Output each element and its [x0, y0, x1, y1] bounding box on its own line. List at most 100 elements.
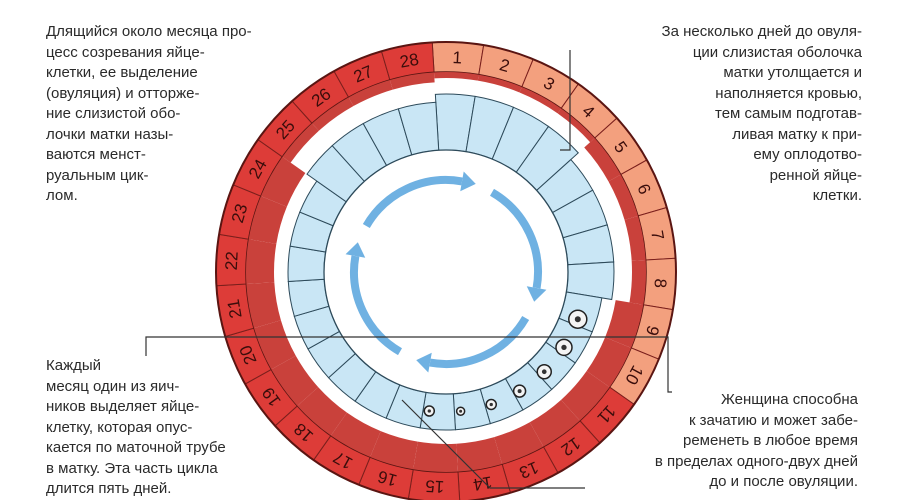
day-label: 22	[222, 251, 242, 271]
egg-nucleus	[459, 409, 463, 413]
day-label: 7	[647, 229, 667, 242]
tissue-segment	[248, 196, 287, 244]
tissue-segment	[254, 320, 296, 370]
caption-line: клетку, которая опус-	[46, 418, 193, 436]
caption-line: ников выделяет яйце-	[46, 398, 200, 415]
tissue-segment	[456, 437, 503, 472]
caption-line: ременеть в любое время	[683, 432, 858, 449]
arrow-head	[526, 286, 547, 302]
tissue-segment	[413, 441, 458, 472]
tissue-segment	[282, 123, 319, 163]
caption-line: наполняется кровью,	[715, 84, 862, 102]
caption-line: до и после овуляции.	[709, 473, 858, 490]
caption-line: в матку. Эта часть цикла	[46, 459, 218, 477]
pointer-bottom-egg	[401, 399, 585, 489]
arrow-head	[460, 171, 476, 192]
tissue-segment	[519, 86, 562, 114]
caption-line: ему оплодотво-	[753, 146, 862, 163]
tissue-segment	[246, 282, 281, 329]
tissue-segment	[297, 387, 347, 436]
day-label: 16	[376, 467, 399, 490]
tissue-segment	[477, 74, 522, 93]
arrow-head	[416, 352, 432, 373]
arrow-arc	[489, 188, 542, 289]
caption-ovulation: Каждый месяц один из яич-ников выделяет я…	[46, 356, 306, 500]
ring-outline	[215, 41, 677, 500]
caption-line: цесс созревания яйце-	[46, 43, 205, 61]
tissue-segment	[312, 97, 354, 131]
tissue-segment	[370, 431, 418, 470]
tissue-segment	[529, 399, 580, 447]
tissue-segment	[260, 156, 306, 207]
egg-progression	[423, 309, 588, 417]
caption-line: месяц один из яич-	[46, 377, 180, 395]
caption-line: За несколько дней до овуля-	[661, 23, 862, 40]
day-label: 15	[425, 476, 445, 496]
tissue-segment	[561, 371, 610, 421]
caption-line: ренной яйце-	[769, 166, 862, 184]
caption-line: клетки.	[812, 187, 862, 204]
arrow-arc	[429, 315, 530, 368]
caption-line: Женщина способна	[721, 391, 858, 408]
tissue-segment	[434, 71, 479, 81]
tissue-segment	[271, 355, 319, 406]
caption-line: матки утолщается и	[723, 64, 862, 81]
egg-nucleus	[427, 409, 431, 413]
egg-nucleus	[517, 389, 522, 394]
day-label: 23	[228, 202, 251, 225]
tissue-segment	[586, 337, 632, 388]
arrow-head	[345, 242, 366, 258]
caption-line: в пределах одного-двух дней	[654, 452, 858, 470]
egg-nucleus	[489, 402, 493, 407]
egg-nucleus	[574, 316, 581, 323]
caption-line: Длящийся около месяца про-	[46, 23, 252, 40]
cycle-arrows	[345, 171, 547, 373]
caption-fertile-window: Женщина способна к зачатию и может забе-р…	[586, 390, 858, 493]
day-label: 21	[224, 298, 246, 320]
caption-line: ваются менст-	[46, 146, 146, 163]
uterus-lining-segments	[287, 93, 615, 431]
tissue-segment	[389, 72, 435, 90]
caption-line: к зачатию и может забе-	[688, 411, 858, 429]
day-label: 1	[452, 48, 462, 67]
day-label: 8	[650, 278, 669, 288]
tissue-segment	[494, 422, 544, 464]
pointer-lines	[145, 50, 672, 489]
caption-line: лом.	[46, 187, 78, 204]
center-disc	[323, 149, 569, 395]
caption-endometrium-thickening: За несколько дней до овуля-ции слизистая…	[580, 22, 862, 207]
tissue-segment	[624, 215, 646, 261]
arrow-arc	[350, 255, 403, 356]
caption-line: кается по маточной трубе	[46, 439, 226, 456]
tissue-segment	[557, 108, 595, 143]
tissue-segment	[348, 80, 393, 107]
tissue-segment	[608, 174, 638, 220]
arrow-arc	[362, 176, 463, 229]
caption-menstrual-cycle: Длящийся около месяца про-цесс созревани…	[46, 22, 322, 207]
egg-nucleus	[541, 369, 547, 375]
caption-line: клетки, ее выделение	[46, 64, 198, 81]
pointer-bottom-left	[145, 336, 672, 393]
day-label: 28	[398, 50, 420, 72]
tissue-segment	[584, 138, 621, 182]
day-label: 14	[472, 472, 494, 494]
caption-line: (овуляция) и отторже-	[46, 84, 200, 102]
caption-line: ции слизистая оболочка	[692, 43, 862, 61]
tissue-segment	[605, 300, 644, 348]
tissue-segment	[246, 239, 277, 284]
caption-line: руальным цик-	[46, 166, 149, 184]
caption-line: ние слизистой обо-	[46, 105, 181, 122]
caption-line: длится пять дней.	[46, 480, 172, 497]
egg-nucleus	[561, 344, 567, 351]
caption-line: ливая матку к при-	[732, 125, 862, 143]
caption-line: Каждый	[46, 357, 102, 374]
caption-line: лочки матки назы-	[46, 125, 174, 143]
tissue-segment	[330, 412, 381, 458]
tissue-segment	[629, 260, 646, 305]
endometrium-band	[246, 71, 646, 472]
caption-line: тем самым подготав-	[715, 105, 862, 122]
pointer-top-right	[560, 50, 571, 151]
